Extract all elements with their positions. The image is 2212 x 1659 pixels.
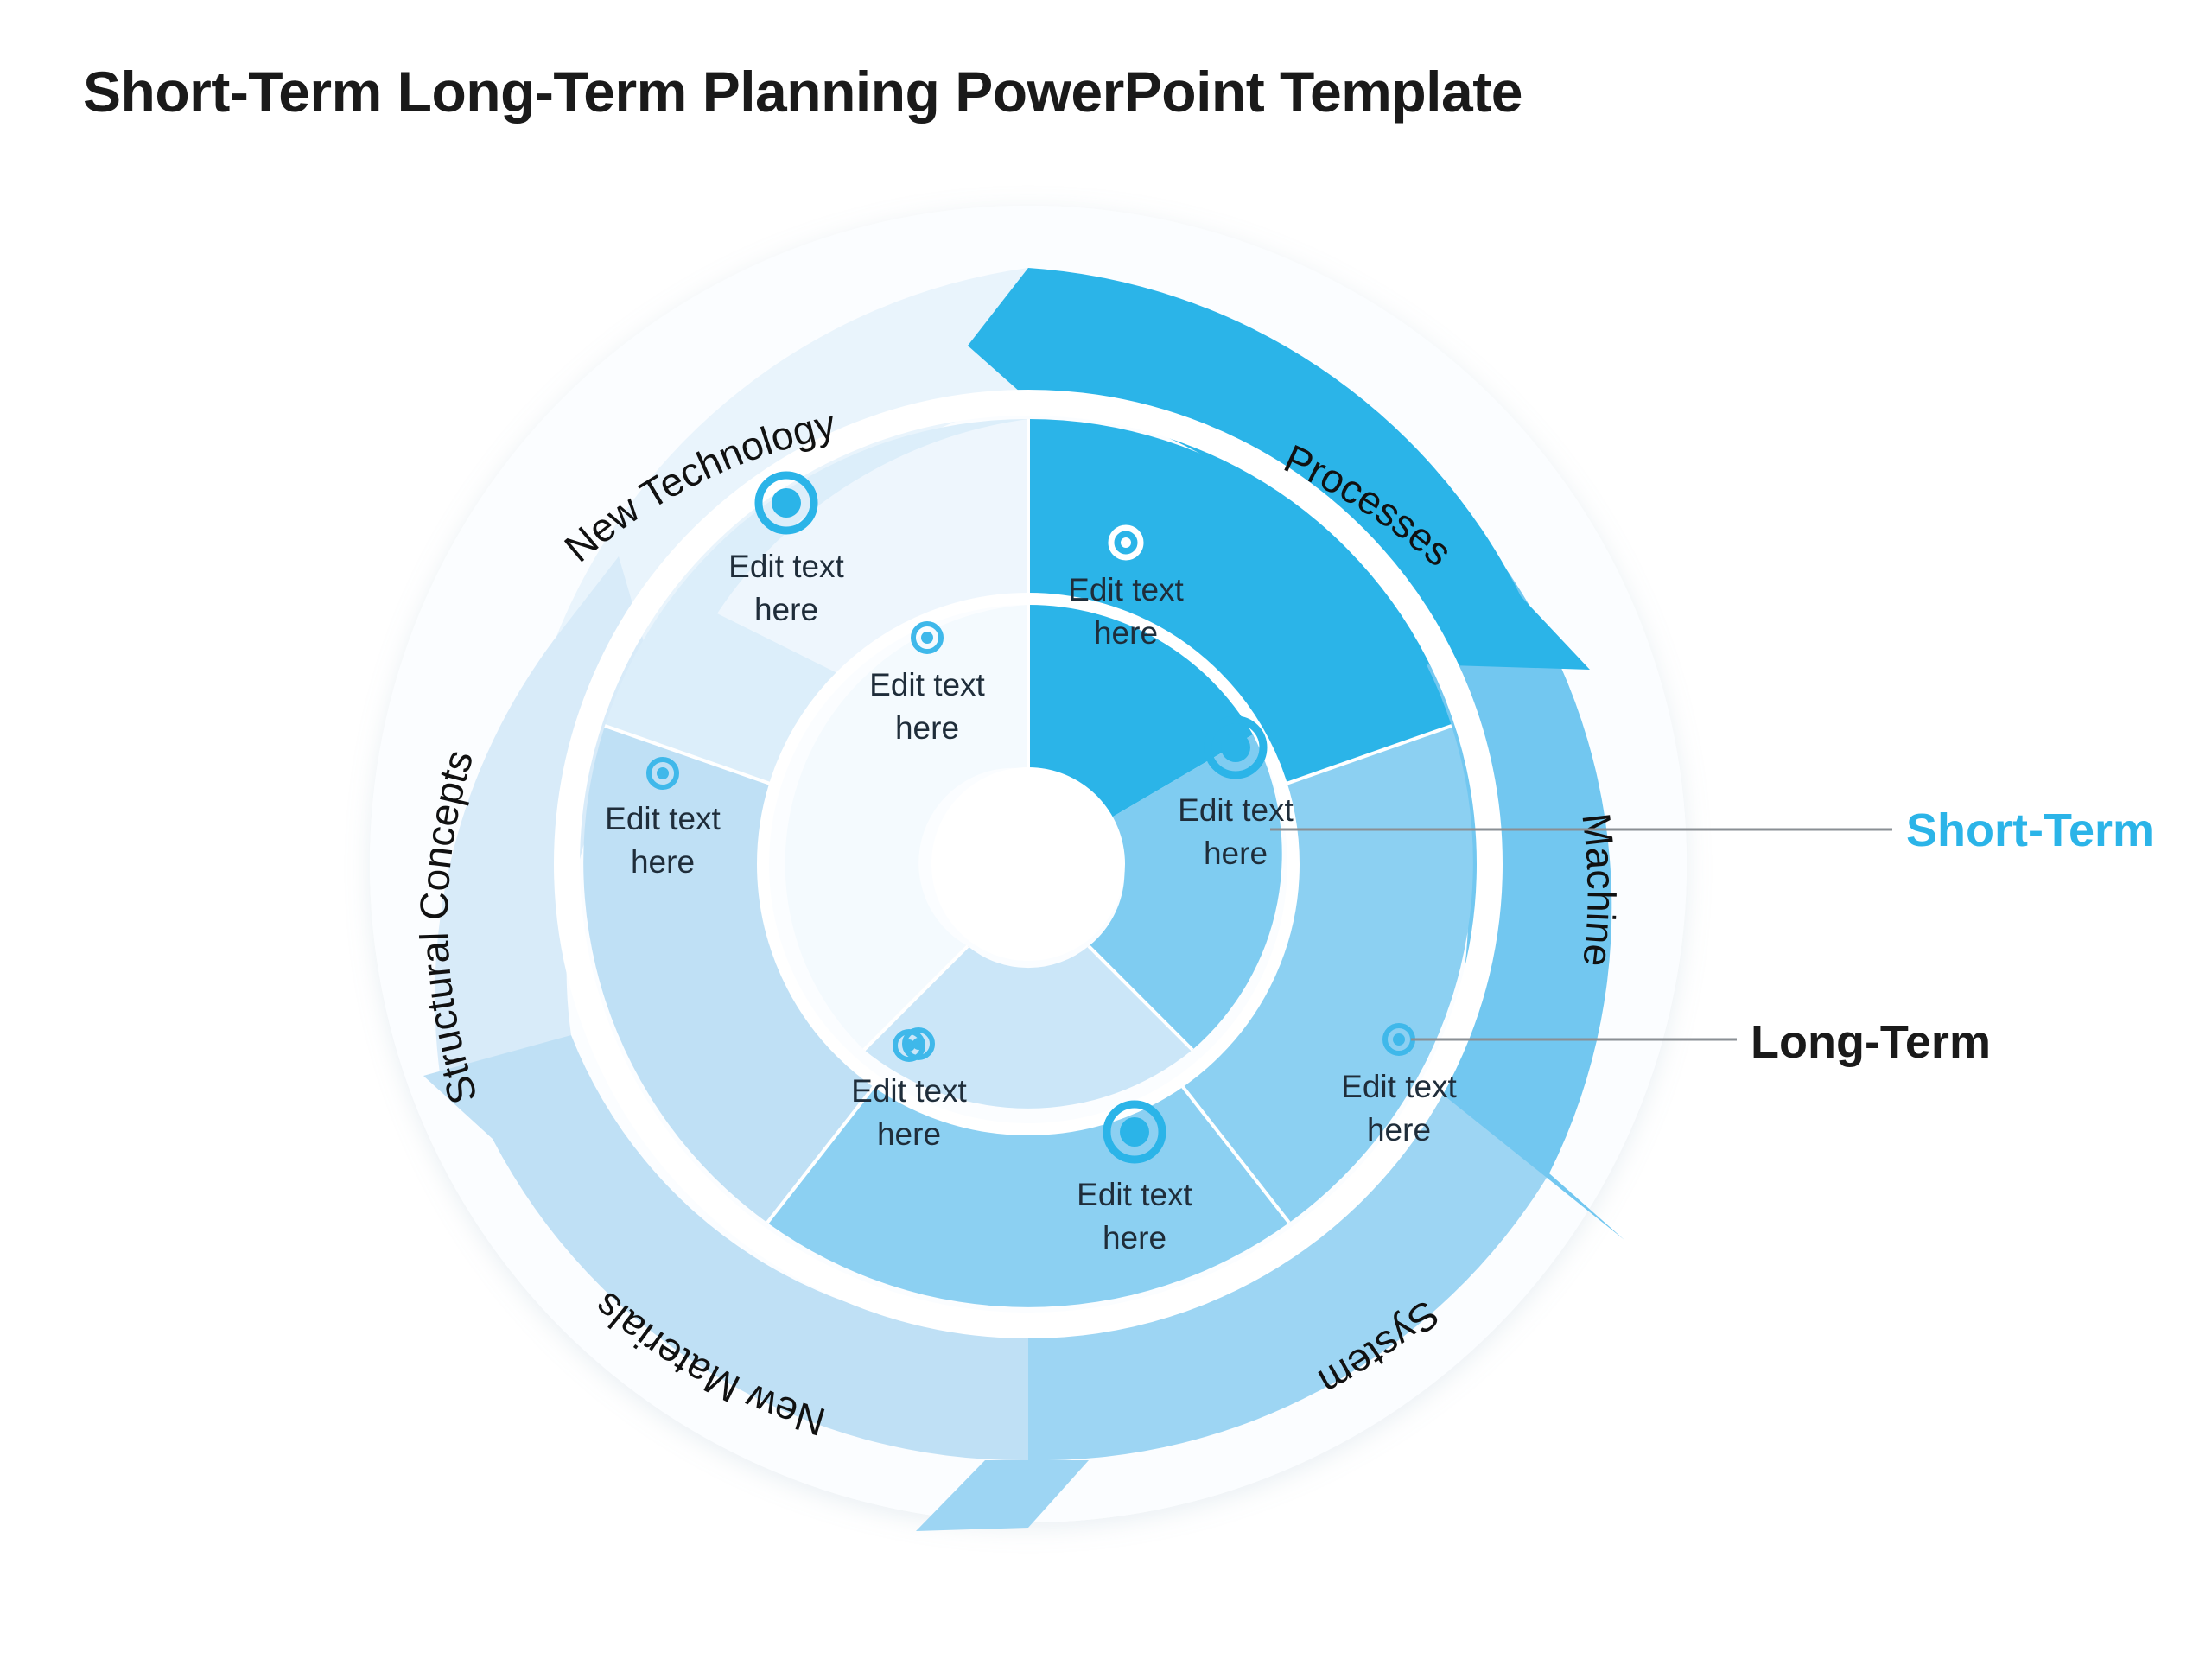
- large-ring-icon: [1103, 1100, 1166, 1164]
- inner-cell-1-line2: here: [1204, 836, 1268, 871]
- middle-cell-4-line2: here: [877, 1116, 941, 1152]
- middle-cell-4[interactable]: [583, 726, 880, 1223]
- middle-cell-6-line1: Edit text: [728, 549, 844, 584]
- ring-divider-inner: [757, 593, 1300, 1135]
- outer-segment-processes-tail: [968, 268, 1028, 399]
- inner-cell-2[interactable]: [864, 946, 1192, 1109]
- page-title: Short-Term Long-Term Planning PowerPoint…: [83, 60, 1522, 124]
- middle-cell-1-line1: Edit text: [1068, 572, 1184, 607]
- middle-cell-2-group[interactable]: Edit text here: [1341, 1023, 1458, 1147]
- middle-cell-6-group[interactable]: Edit text here: [728, 471, 845, 627]
- middle-cell-2[interactable]: [1177, 726, 1473, 1223]
- outer-segment-system-notch: [916, 1460, 1089, 1531]
- middle-cell-5-line2: here: [631, 844, 695, 880]
- small-ring-icon: [1108, 524, 1144, 561]
- outer-segment-new-materials[interactable]: [423, 1035, 1028, 1461]
- ring-divider-outer: [554, 390, 1503, 1338]
- inner-cell-1[interactable]: [1028, 604, 1253, 819]
- small-ring-icon: [646, 757, 679, 790]
- planning-wheel-diagram: New Technology Processes Machine System …: [0, 130, 2212, 1659]
- inner-cell-1b[interactable]: [1089, 734, 1282, 1050]
- inner-cell-3[interactable]: [785, 605, 1028, 1050]
- outer-segment-system[interactable]: [1028, 1087, 1549, 1461]
- middle-cell-3-group[interactable]: Edit text here: [1077, 1100, 1193, 1255]
- middle-cell-3-line2: here: [1103, 1220, 1166, 1255]
- middle-cell-6-line2: here: [754, 592, 818, 627]
- middle-cell-1-group[interactable]: Edit text here: [1068, 524, 1185, 651]
- large-ring-icon: [754, 471, 818, 535]
- large-ring-icon: [1204, 715, 1268, 779]
- middle-cell-5-group[interactable]: Edit text here: [605, 757, 721, 880]
- inner-cell-3-group[interactable]: Edit text here: [869, 621, 986, 746]
- inner-ring-separators: [862, 605, 1194, 1052]
- center-hole: [931, 767, 1125, 961]
- middle-ring-separators: [604, 419, 1452, 1224]
- inner-cell-1-line1: Edit text: [1178, 792, 1294, 828]
- middle-cell-4-line1: Edit text: [851, 1073, 967, 1109]
- middle-cell-1-line2: here: [1094, 615, 1158, 651]
- middle-cell-1[interactable]: [1028, 418, 1452, 786]
- inner-cell-1-group[interactable]: Edit text here: [1178, 715, 1294, 871]
- small-ring-icon: [911, 621, 944, 654]
- middle-cell-2-line1: Edit text: [1341, 1069, 1457, 1104]
- inner-cell-3-line1: Edit text: [869, 667, 985, 702]
- inner-cell-2-group[interactable]: [902, 1027, 935, 1060]
- legend-short-term[interactable]: Short-Term: [1906, 804, 2155, 856]
- middle-cell-2-line2: here: [1367, 1112, 1431, 1147]
- inner-ring: [785, 604, 1282, 1109]
- outer-segment-processes[interactable]: [1028, 268, 1590, 670]
- small-ring-icon: [902, 1027, 935, 1060]
- middle-cell-3-line1: Edit text: [1077, 1177, 1192, 1212]
- inner-cell-3-line2: here: [895, 710, 959, 746]
- middle-cell-5-line1: Edit text: [605, 801, 721, 836]
- legend-long-term[interactable]: Long-Term: [1751, 1016, 1991, 1068]
